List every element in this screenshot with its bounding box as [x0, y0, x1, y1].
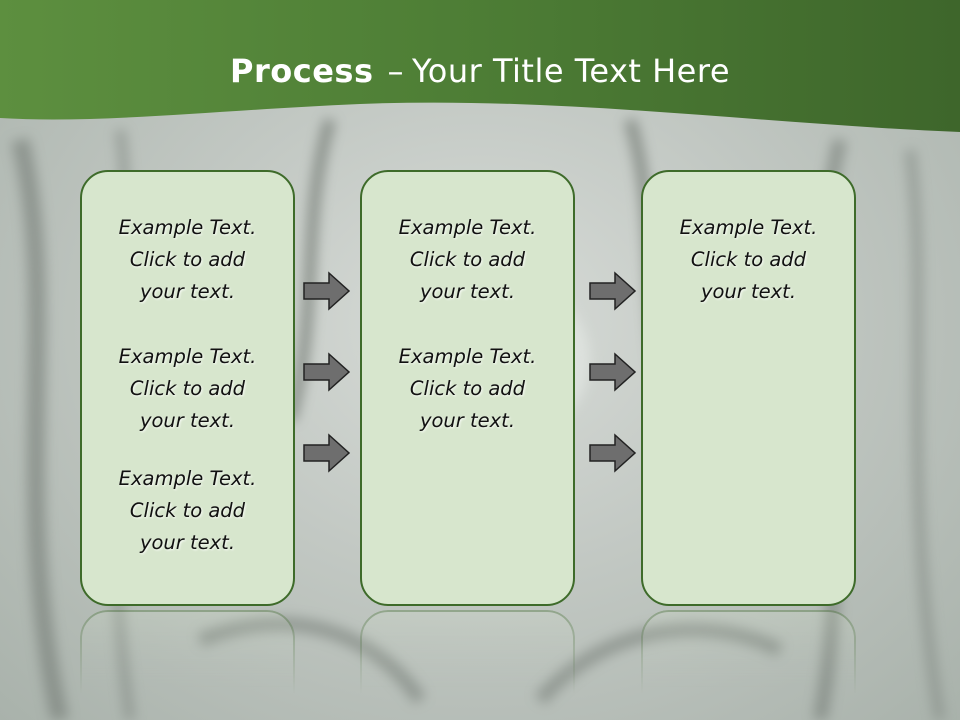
text-block[interactable]: Example Text. Click to add your text.: [82, 341, 293, 437]
text-line: your text.: [139, 409, 236, 432]
title-dash: –: [387, 52, 404, 90]
header-banner: [0, 0, 960, 132]
right-arrow-icon[interactable]: [303, 271, 351, 311]
box-reflection: [80, 610, 295, 720]
text-line: Example Text.: [118, 467, 257, 490]
right-arrow-icon[interactable]: [589, 271, 637, 311]
text-line: Click to add: [409, 248, 526, 271]
text-line: Example Text.: [118, 345, 257, 368]
text-block[interactable]: Example Text. Click to add your text.: [362, 212, 573, 308]
title-rest: Your Title Text Here: [411, 52, 730, 90]
text-block[interactable]: Example Text. Click to add your text.: [362, 341, 573, 437]
text-line: your text.: [419, 409, 516, 432]
title-bold: Process: [230, 52, 374, 90]
right-arrow-icon[interactable]: [303, 433, 351, 473]
process-box-2[interactable]: Example Text. Click to add your text. Ex…: [360, 170, 575, 606]
text-line: your text.: [419, 280, 516, 303]
page-title[interactable]: Process–Your Title Text Here: [0, 52, 960, 90]
text-line: Click to add: [409, 377, 526, 400]
text-line: Click to add: [129, 248, 246, 271]
box-reflection: [641, 610, 856, 720]
text-line: your text.: [139, 280, 236, 303]
text-line: Click to add: [690, 248, 807, 271]
text-line: Example Text.: [679, 216, 818, 239]
box-reflection: [360, 610, 575, 720]
right-arrow-icon[interactable]: [589, 433, 637, 473]
text-block[interactable]: Example Text. Click to add your text.: [643, 212, 854, 308]
text-line: Example Text.: [398, 345, 537, 368]
right-arrow-icon[interactable]: [303, 352, 351, 392]
process-box-1[interactable]: Example Text. Click to add your text. Ex…: [80, 170, 295, 606]
process-box-3[interactable]: Example Text. Click to add your text.: [641, 170, 856, 606]
right-arrow-icon[interactable]: [589, 352, 637, 392]
text-line: Click to add: [129, 377, 246, 400]
text-line: your text.: [139, 531, 236, 554]
text-line: your text.: [700, 280, 797, 303]
text-line: Example Text.: [398, 216, 537, 239]
text-block[interactable]: Example Text. Click to add your text.: [82, 212, 293, 308]
text-block[interactable]: Example Text. Click to add your text.: [82, 463, 293, 559]
text-line: Example Text.: [118, 216, 257, 239]
text-line: Click to add: [129, 499, 246, 522]
